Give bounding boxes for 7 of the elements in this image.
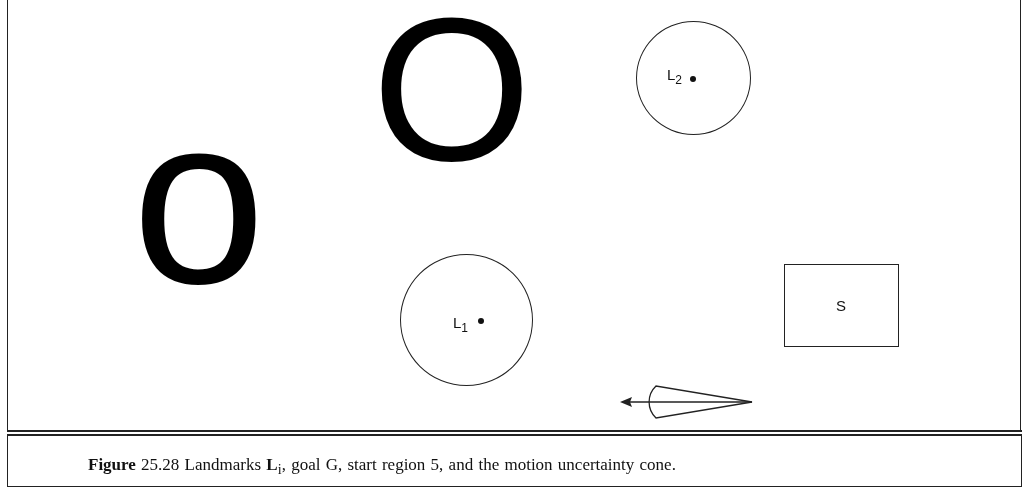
figure-caption: Figure 25.28 Landmarks L$_{i}$, goal G, start region 5, and the motion uncertainty cone.	[88, 455, 676, 479]
obstacle-label: O	[372, 0, 532, 191]
region-label: L$_{1}$	[453, 315, 469, 334]
obstacle-label: o	[132, 80, 266, 320]
start-region-box	[784, 264, 899, 347]
region-label: S	[836, 298, 846, 313]
region-label: L$_{2}$	[667, 67, 683, 86]
